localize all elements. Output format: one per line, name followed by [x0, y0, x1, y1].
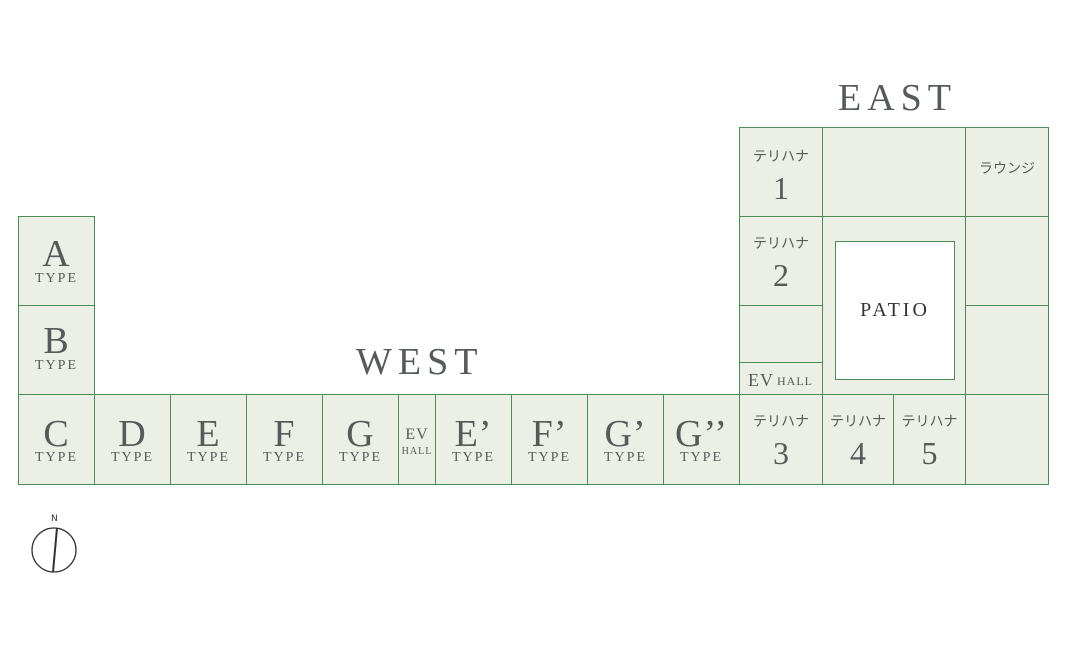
unit-type-label: TYPE — [35, 450, 78, 465]
compass: N — [30, 514, 80, 576]
unit-type-label: TYPE — [452, 450, 495, 465]
unit-g-double-prime-type[interactable]: G’’ TYPE — [663, 394, 740, 485]
east-right-cell-4 — [965, 394, 1049, 485]
ev-hall-east: EV HALL — [739, 362, 823, 395]
terihana-number: 5 — [921, 435, 938, 471]
east-blank-cell — [739, 305, 823, 363]
unit-type-label: TYPE — [35, 358, 78, 373]
terihana-label: テリハナ — [753, 149, 809, 165]
terihana-3[interactable]: テリハナ 3 — [739, 394, 823, 485]
terihana-number: 1 — [773, 170, 789, 206]
unit-g-type[interactable]: G TYPE — [322, 394, 399, 485]
terihana-1[interactable]: テリハナ 1 — [739, 127, 823, 217]
unit-letter: G’ — [604, 413, 647, 455]
unit-type-label: TYPE — [111, 450, 154, 465]
unit-letter: A — [42, 233, 71, 275]
unit-a-type[interactable]: A TYPE — [18, 216, 95, 306]
unit-type-label: TYPE — [680, 450, 723, 465]
unit-type-label: TYPE — [604, 450, 647, 465]
hall-label: HALL — [777, 374, 813, 388]
unit-e-type[interactable]: E TYPE — [170, 394, 247, 485]
unit-letter: C — [43, 413, 70, 455]
unit-letter: G’’ — [675, 413, 728, 455]
unit-c-type[interactable]: C TYPE — [18, 394, 95, 485]
unit-f-prime-type[interactable]: F’ TYPE — [511, 394, 588, 485]
ev-label: EV — [748, 370, 774, 390]
ev-hall-west: EV HALL — [398, 394, 436, 485]
unit-type-label: TYPE — [339, 450, 382, 465]
terihana-number: 4 — [850, 435, 866, 471]
ev-label: EV — [405, 426, 429, 443]
unit-letter: B — [43, 320, 70, 362]
lounge-label: ラウンジ — [979, 161, 1035, 177]
unit-type-label: TYPE — [263, 450, 306, 465]
terihana-4[interactable]: テリハナ 4 — [822, 394, 894, 485]
hall-label: HALL — [401, 446, 433, 457]
unit-d-type[interactable]: D TYPE — [94, 394, 171, 485]
terihana-2[interactable]: テリハナ 2 — [739, 216, 823, 306]
terihana-5[interactable]: テリハナ 5 — [893, 394, 966, 485]
unit-letter: G — [346, 413, 375, 455]
unit-type-label: TYPE — [528, 450, 571, 465]
east-right-cell-3 — [965, 305, 1049, 395]
unit-letter: D — [118, 413, 147, 455]
unit-b-type[interactable]: B TYPE — [18, 305, 95, 395]
compass-north-label: N — [51, 514, 58, 524]
terihana-number: 3 — [773, 435, 789, 471]
unit-e-prime-type[interactable]: E’ TYPE — [435, 394, 512, 485]
unit-letter: F — [273, 413, 296, 455]
terihana-number: 2 — [773, 257, 789, 293]
west-title: WEST — [356, 341, 484, 383]
unit-letter: F’ — [531, 413, 568, 455]
east-title: EAST — [838, 77, 957, 119]
unit-letter: E’ — [454, 413, 493, 455]
compass-needle-icon — [31, 527, 77, 573]
unit-g-prime-type[interactable]: G’ TYPE — [587, 394, 664, 485]
terihana-label: テリハナ — [753, 414, 809, 430]
patio: PATIO — [835, 241, 955, 380]
unit-f-type[interactable]: F TYPE — [246, 394, 323, 485]
terihana-label: テリハナ — [753, 236, 809, 252]
east-right-cell-2 — [965, 216, 1049, 306]
lounge[interactable]: ラウンジ — [965, 127, 1049, 217]
unit-type-label: TYPE — [187, 450, 230, 465]
east-top-cell — [822, 127, 966, 217]
terihana-label: テリハナ — [901, 414, 958, 430]
unit-type-label: TYPE — [35, 271, 78, 286]
terihana-label: テリハナ — [830, 414, 886, 430]
unit-letter: E — [196, 413, 221, 455]
